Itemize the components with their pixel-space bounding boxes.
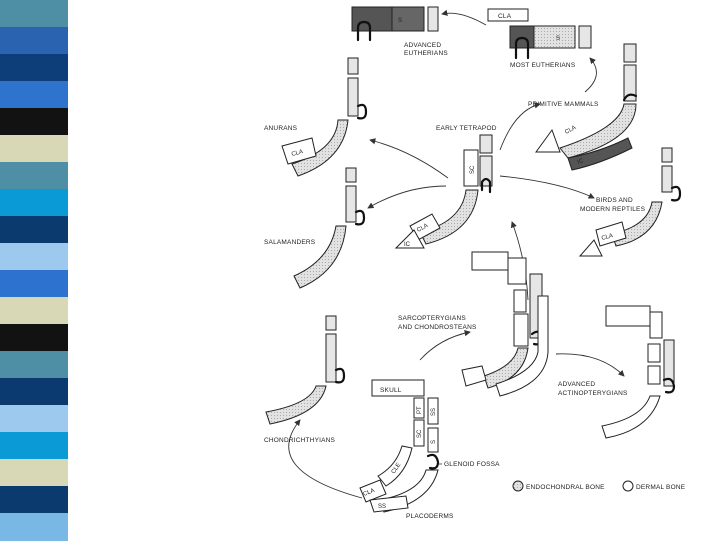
dermal-swatch: [622, 480, 634, 492]
label-advanced-eutherians-2: EUTHERIANS: [404, 50, 448, 57]
most-eutherians-girdle: CLA S: [487, 8, 592, 60]
arrow-to-actinopterygians: [555, 353, 625, 377]
salamanders-girdle: [293, 167, 366, 289]
arrow-to-anurans: [369, 138, 449, 179]
endochondral-swatch: [512, 480, 524, 492]
stripe-block: [0, 0, 68, 28]
label-actinopterygians-2: ACTINOPTERYGIANS: [558, 390, 628, 397]
stripe-block: [0, 189, 68, 217]
bone-mark-sc-pl: SC: [417, 429, 423, 438]
legend-dermal: DERMAL BONE: [636, 484, 686, 491]
label-advanced-eutherians-1: ADVANCED: [404, 42, 441, 49]
arrow-to-chondrichthyians: [288, 419, 363, 499]
decorative-color-stripe: [0, 0, 68, 541]
birds-reptiles-girdle: CLA: [578, 147, 682, 257]
bone-mark-s: S: [398, 18, 402, 24]
label-early-tetrapod: EARLY TETRAPOD: [436, 125, 497, 132]
arrow-to-primitive-mammals: [499, 102, 541, 151]
stripe-block: [0, 378, 68, 406]
placoderms-girdle: SKULL PT SS SC S CLE CLA SS: [359, 379, 440, 513]
label-salamanders: SALAMANDERS: [264, 239, 316, 246]
chondrichthyians-girdle: [265, 315, 346, 425]
bone-mark-s-2: S: [556, 36, 560, 42]
bone-mark-ic-pm: IC: [577, 158, 585, 166]
stripe-block: [0, 54, 68, 82]
stripe-block: [0, 162, 68, 190]
bone-mark-sc-et: SC: [470, 165, 476, 174]
label-birds-2: MODERN REPTILES: [580, 206, 646, 213]
label-most-eutherians: MOST EUTHERIANS: [510, 62, 576, 69]
advanced-actinopterygians-girdle: [601, 305, 676, 439]
bone-mark-cla-pm: CLA: [564, 125, 577, 136]
sarcopterygians-girdle: [461, 251, 549, 397]
bone-mark-cle: CLE: [391, 462, 403, 475]
bone-mark-cla-et: CLA: [416, 223, 429, 234]
stripe-block: [0, 27, 68, 55]
primitive-mammals-girdle: CLA IC: [535, 43, 638, 171]
label-primitive-mammals: PRIMITIVE MAMMALS: [528, 101, 599, 108]
stripe-block: [0, 81, 68, 109]
bone-mark-ss: SS: [431, 408, 437, 416]
stripe-block: [0, 297, 68, 325]
arrow-to-advanced-eutherians: [441, 9, 487, 26]
stripe-block: [0, 513, 68, 541]
stripe-block: [0, 351, 68, 379]
label-glenoid-fossa: GLENOID FOSSA: [444, 461, 500, 468]
label-anurans: ANURANS: [264, 125, 298, 132]
stripe-block: [0, 108, 68, 136]
legend-endochondral: ENDOCHONDRAL BONE: [526, 484, 605, 491]
bone-mark-cla-br: CLA: [601, 233, 614, 242]
label-placoderms: PLACODERMS: [406, 513, 454, 520]
stripe-block: [0, 270, 68, 298]
bone-mark-skull: SKULL: [380, 387, 402, 394]
stripe-block: [0, 432, 68, 460]
stripe-block: [0, 324, 68, 352]
stripe-block: [0, 459, 68, 487]
bone-mark-ss-pl: SS: [378, 504, 386, 510]
anurans-girdle: CLA: [281, 57, 368, 177]
label-birds-1: BIRDS AND: [596, 197, 633, 204]
bone-mark-cla-top: CLA: [498, 13, 512, 20]
stripe-block: [0, 216, 68, 244]
advanced-eutherians-girdle: S: [351, 6, 439, 42]
legend: ENDOCHONDRAL BONE DERMAL BONE: [512, 480, 686, 492]
early-tetrapod-girdle: SC CLA IC: [394, 134, 493, 249]
bone-mark-ic-et: IC: [404, 242, 411, 248]
arrow-to-most-eutherians: [584, 57, 597, 93]
stripe-block: [0, 405, 68, 433]
bone-mark-s-pl: S: [431, 440, 437, 444]
arrow-to-birds-reptiles: [499, 175, 595, 199]
label-actinopterygians-1: ADVANCED: [558, 381, 595, 388]
bone-mark-pt: PT: [417, 406, 423, 414]
stripe-block: [0, 135, 68, 163]
stripe-block: [0, 486, 68, 514]
bone-mark-cla-pl: CLA: [363, 488, 376, 498]
arrow-to-sarcopterygians: [419, 329, 471, 361]
label-sarcopterygians-1: SARCOPTERYGIANS: [398, 315, 466, 322]
arrow-to-salamanders: [367, 185, 447, 209]
stripe-block: [0, 243, 68, 271]
label-chondrichthyians: CHONDRICHTHYIANS: [264, 437, 336, 444]
label-sarcopterygians-2: AND CHONDROSTEANS: [398, 324, 477, 331]
bone-mark-cla-an: CLA: [291, 149, 304, 158]
